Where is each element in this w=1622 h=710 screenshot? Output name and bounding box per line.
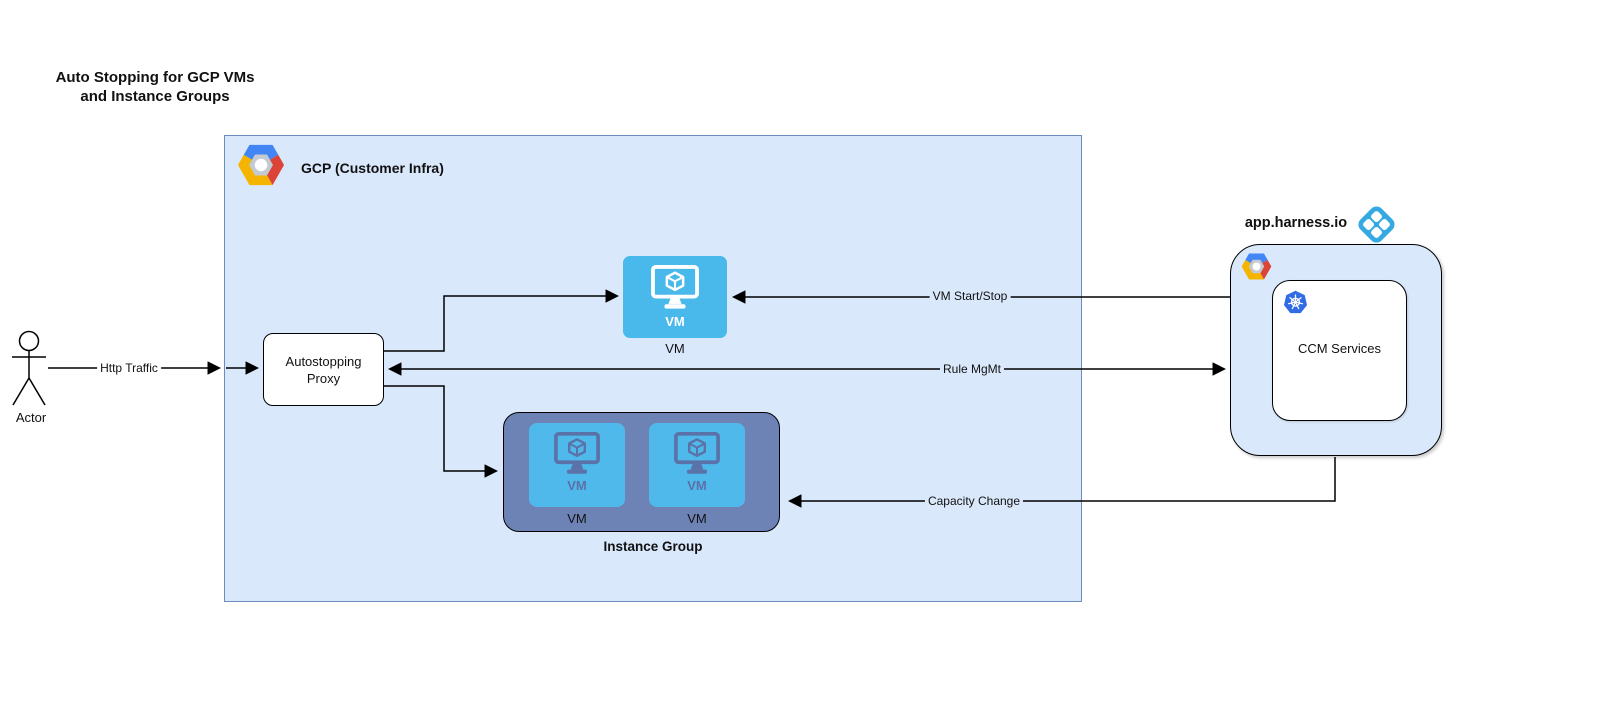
proxy-label-line2: Proxy [306, 370, 341, 386]
vm-monitor-icon [651, 265, 699, 309]
actor-label: Actor [15, 410, 47, 425]
actor-icon [12, 330, 46, 406]
vm-monitor-icon [554, 432, 600, 474]
harness-logo-icon [1358, 206, 1395, 243]
ccm-services-label: CCM Services [1297, 341, 1382, 356]
gcp-logo-icon-small [1241, 253, 1272, 280]
edge-label-vm-start-stop: VM Start/Stop [929, 289, 1011, 303]
instance-group-vm-caption-2: VM [687, 511, 707, 526]
diagram-title: Auto Stopping for GCP VMs and Instance G… [30, 68, 280, 106]
instance-group-vm-node-2: VM [649, 423, 745, 507]
harness-title: app.harness.io [1244, 215, 1348, 231]
instance-group-vm-node-1: VM [529, 423, 625, 507]
autostopping-proxy-node: Autostopping Proxy [263, 333, 384, 406]
instance-group-label: Instance Group [603, 539, 703, 554]
instance-group-vm-caption-1: VM [567, 511, 587, 526]
vm-caption: VM [665, 341, 685, 356]
vm-icon-label: VM [567, 478, 587, 493]
diagram-title-line1: Auto Stopping for GCP VMs [55, 69, 255, 86]
kubernetes-icon [1283, 290, 1308, 314]
edge-label-rule-mgmt: Rule MgMt [939, 362, 1005, 376]
edge-label-capacity-change: Capacity Change [924, 494, 1024, 508]
vm-icon-label: VM [687, 478, 707, 493]
gcp-logo-icon [237, 144, 285, 186]
edge-label-http-traffic: Http Traffic [97, 361, 161, 375]
vm-monitor-icon [674, 432, 720, 474]
gcp-container-label: GCP (Customer Infra) [301, 160, 444, 176]
proxy-label-line1: Autostopping [285, 353, 362, 369]
vm-node: VM [623, 256, 727, 338]
diagram-title-line2: and Instance Groups [80, 88, 230, 105]
vm-icon-label: VM [665, 314, 685, 329]
